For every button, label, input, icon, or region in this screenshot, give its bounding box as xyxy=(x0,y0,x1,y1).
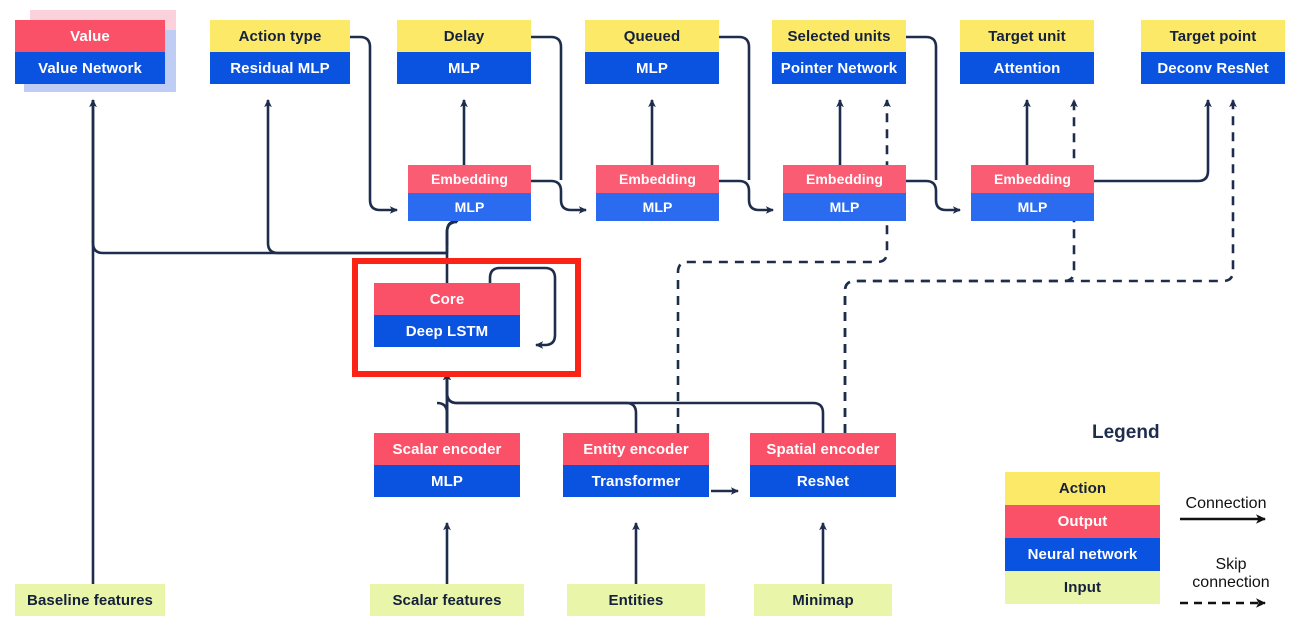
node-value: Value Value Network xyxy=(15,20,165,84)
node-queued-network-band: MLP xyxy=(585,52,719,84)
node-target-unit: Target unit Attention xyxy=(960,20,1094,84)
node-delay-action-band: Delay xyxy=(397,20,531,52)
node-selected-units-action-band: Selected units xyxy=(772,20,906,52)
legend-skip-connection-label: Skip connection xyxy=(1178,556,1284,593)
node-action-type: Action type Residual MLP xyxy=(210,20,350,84)
legend-swatch-neural-network: Neural network xyxy=(1005,538,1160,571)
node-embedding-selected-network-band: MLP xyxy=(783,193,906,221)
node-core: Core Deep LSTM xyxy=(374,283,520,347)
node-input-minimap-label: Minimap xyxy=(754,584,892,616)
node-input-entities-label: Entities xyxy=(567,584,705,616)
node-spatial-encoder-output-band: Spatial encoder xyxy=(750,433,896,465)
legend-skip-line2: connection xyxy=(1192,574,1270,592)
node-scalar-encoder-network-band: MLP xyxy=(374,465,520,497)
node-target-unit-network-band: Attention xyxy=(960,52,1094,84)
node-core-output-band: Core xyxy=(374,283,520,315)
node-value-network-band: Value Network xyxy=(15,52,165,84)
node-delay-network-band: MLP xyxy=(397,52,531,84)
node-embedding-delay: Embedding MLP xyxy=(408,165,531,221)
legend-title: Legend xyxy=(1092,422,1160,443)
node-value-output-band: Value xyxy=(15,20,165,52)
node-entity-encoder-output-band: Entity encoder xyxy=(563,433,709,465)
node-input-baseline-features: Baseline features xyxy=(15,584,165,616)
node-input-baseline-features-label: Baseline features xyxy=(15,584,165,616)
node-input-minimap: Minimap xyxy=(754,584,892,616)
node-embedding-queued-network-band: MLP xyxy=(596,193,719,221)
node-embedding-delay-output-band: Embedding xyxy=(408,165,531,193)
node-queued-action-band: Queued xyxy=(585,20,719,52)
node-selected-units-network-band: Pointer Network xyxy=(772,52,906,84)
node-embedding-queued-output-band: Embedding xyxy=(596,165,719,193)
node-spatial-encoder-network-band: ResNet xyxy=(750,465,896,497)
node-embedding-queued: Embedding MLP xyxy=(596,165,719,221)
node-queued: Queued MLP xyxy=(585,20,719,84)
legend-swatch-action: Action xyxy=(1005,472,1160,505)
legend-swatch-input: Input xyxy=(1005,571,1160,604)
node-target-point-network-band: Deconv ResNet xyxy=(1141,52,1285,84)
node-target-point-action-band: Target point xyxy=(1141,20,1285,52)
node-embedding-delay-network-band: MLP xyxy=(408,193,531,221)
node-core-network-band: Deep LSTM xyxy=(374,315,520,347)
node-embedding-target-unit-network-band: MLP xyxy=(971,193,1094,221)
node-input-scalar-features-label: Scalar features xyxy=(370,584,524,616)
node-scalar-encoder: Scalar encoder MLP xyxy=(374,433,520,497)
node-input-scalar-features: Scalar features xyxy=(370,584,524,616)
node-action-type-network-band: Residual MLP xyxy=(210,52,350,84)
node-spatial-encoder: Spatial encoder ResNet xyxy=(750,433,896,497)
node-input-entities: Entities xyxy=(567,584,705,616)
core-highlight-box xyxy=(352,258,581,377)
node-embedding-target-unit: Embedding MLP xyxy=(971,165,1094,221)
legend-connection-label: Connection xyxy=(1185,495,1267,512)
node-selected-units: Selected units Pointer Network xyxy=(772,20,906,84)
node-target-point: Target point Deconv ResNet xyxy=(1141,20,1285,84)
legend-swatch-output: Output xyxy=(1005,505,1160,538)
legend-swatch-stack: Action Output Neural network Input xyxy=(1005,472,1160,604)
node-scalar-encoder-output-band: Scalar encoder xyxy=(374,433,520,465)
node-action-type-action-band: Action type xyxy=(210,20,350,52)
node-entity-encoder: Entity encoder Transformer xyxy=(563,433,709,497)
node-target-unit-action-band: Target unit xyxy=(960,20,1094,52)
node-entity-encoder-network-band: Transformer xyxy=(563,465,709,497)
node-embedding-target-unit-output-band: Embedding xyxy=(971,165,1094,193)
legend-skip-line1: Skip xyxy=(1215,556,1247,573)
node-embedding-selected-output-band: Embedding xyxy=(783,165,906,193)
node-delay: Delay MLP xyxy=(397,20,531,84)
node-embedding-selected: Embedding MLP xyxy=(783,165,906,221)
